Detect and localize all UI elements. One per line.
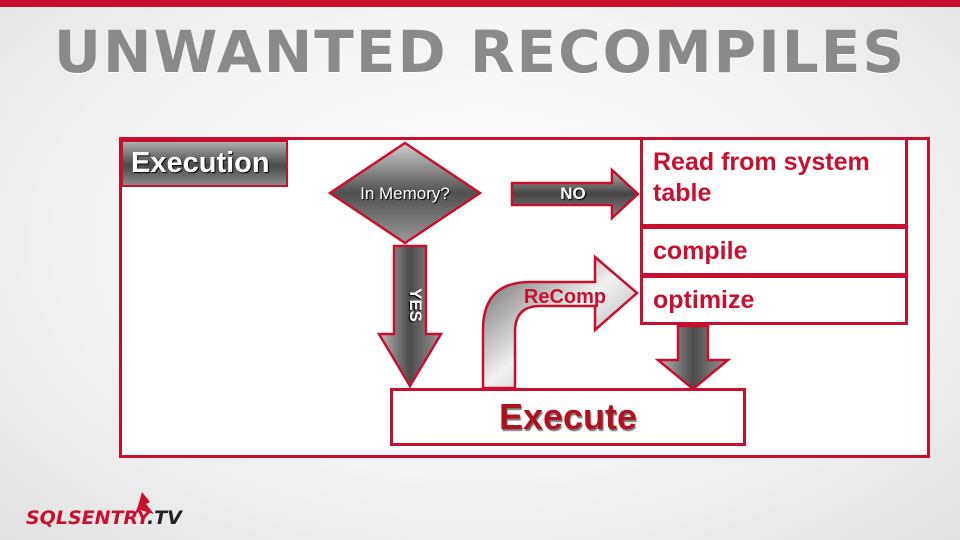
logo-suffix: .TV <box>146 507 182 529</box>
step-read-system-table: Read from system table <box>640 137 908 227</box>
optimize-down-arrow <box>654 324 732 391</box>
logo: SQLSENTRY.TV <box>26 507 182 529</box>
decision-diamond <box>327 141 483 245</box>
recomp-arrow <box>481 254 639 390</box>
no-arrow <box>510 167 640 221</box>
slide-title: UNWANTED RECOMPILES <box>53 18 907 86</box>
logo-brand: SQLSENTRY <box>26 507 147 529</box>
top-accent-bar <box>0 0 960 7</box>
step-compile: compile <box>640 226 908 276</box>
section-label-execution: Execution <box>121 140 288 187</box>
sentry-figure-icon <box>134 492 154 516</box>
no-label: NO <box>560 184 586 203</box>
yes-label: YES <box>406 287 425 323</box>
yes-arrow <box>376 244 444 389</box>
decision-label: In Memory? <box>360 184 450 203</box>
step-execute: Execute <box>390 388 746 446</box>
step-optimize: optimize <box>640 275 908 325</box>
recomp-label: ReComp <box>523 286 607 308</box>
